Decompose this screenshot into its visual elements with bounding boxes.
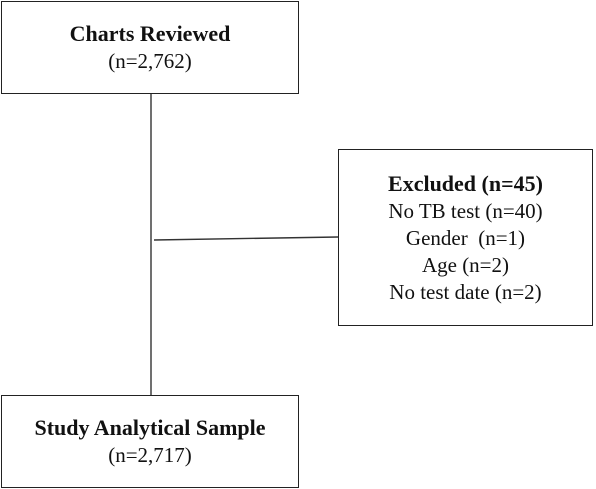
charts-reviewed-box: Charts Reviewed (n=2,762) (1, 1, 299, 94)
excluded-reason-no-test-date: No test date (n=2) (389, 279, 542, 304)
charts-reviewed-title: Charts Reviewed (69, 21, 231, 46)
excluded-reason-gender: Gender (n=1) (405, 225, 526, 250)
charts-reviewed-count: (n=2,762) (108, 49, 192, 73)
study-sample-count: (n=2,717) (108, 443, 192, 467)
study-sample-title: Study Analytical Sample (34, 415, 266, 440)
excluded-box: Excluded (n=45) No TB test (n=40) Gender… (338, 149, 593, 326)
excluded-reason-age: Age (n=2) (421, 252, 510, 277)
exclusion-branch-line (153, 236, 339, 241)
study-sample-box: Study Analytical Sample (n=2,717) (1, 395, 299, 488)
excluded-reason-no-tb-test: No TB test (n=40) (388, 198, 543, 223)
excluded-title: Excluded (n=45) (388, 170, 543, 196)
